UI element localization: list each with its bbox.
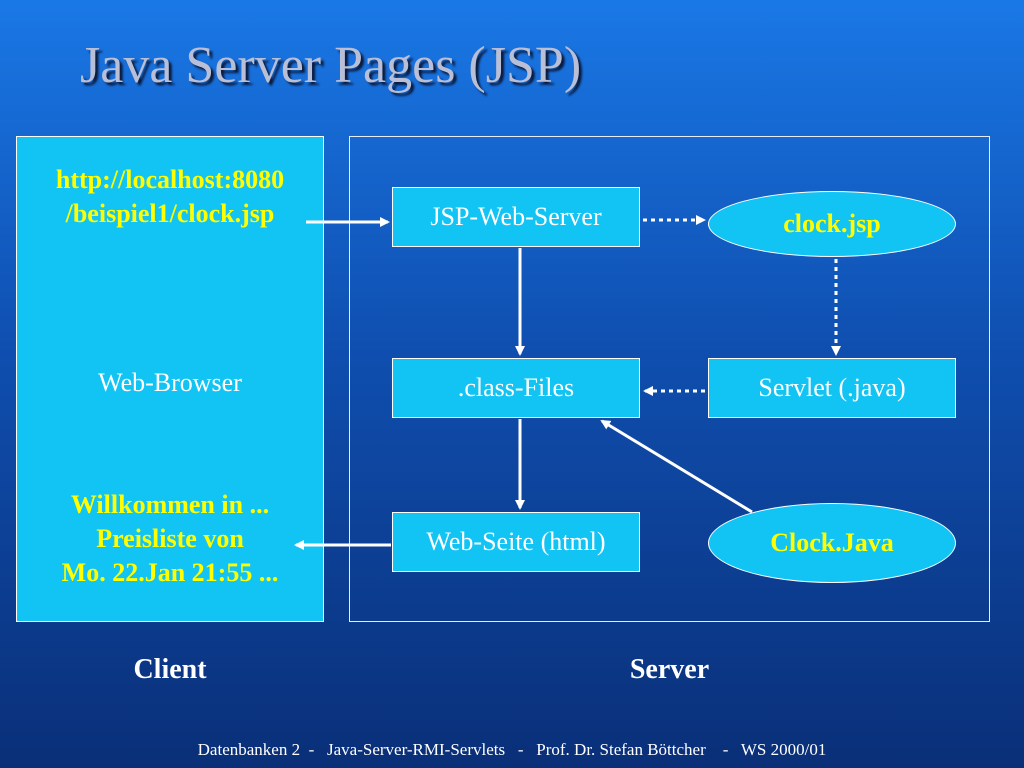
client-label: Client: [133, 654, 207, 685]
request-url-line-1: http://localhost:8080: [55, 165, 285, 194]
slide-footer: Datenbanken 2 - Java-Server-RMI-Servlets…: [197, 740, 827, 759]
web-seite-html-box: Web-Seite (html): [392, 512, 640, 572]
clock-jsp-ellipse: clock.jsp: [708, 191, 956, 257]
server-panel: [349, 136, 990, 622]
jsp-web-server-box: JSP-Web-Server: [392, 187, 640, 247]
class-files-box: .class-Files: [392, 358, 640, 418]
client-browser-panel: [16, 136, 324, 622]
servlet-java-box: Servlet (.java): [708, 358, 956, 418]
slide-title: Java Server Pages (JSP): [80, 37, 582, 94]
web-browser-label: Web-Browser: [98, 368, 242, 397]
clock-java-ellipse: Clock.Java: [708, 503, 956, 583]
rendered-page-line-2: Preisliste von: [96, 524, 244, 553]
request-url-line-2: /beispiel1/clock.jsp: [65, 199, 275, 228]
rendered-page-line-1: Willkommen in ...: [70, 490, 270, 519]
rendered-page-text: Willkommen in ... Preisliste von Mo. 22.…: [16, 488, 324, 590]
server-label: Server: [629, 654, 710, 685]
request-url: http://localhost:8080 /beispiel1/clock.j…: [16, 163, 324, 231]
rendered-page-line-3: Mo. 22.Jan 21:55 ...: [61, 558, 279, 587]
